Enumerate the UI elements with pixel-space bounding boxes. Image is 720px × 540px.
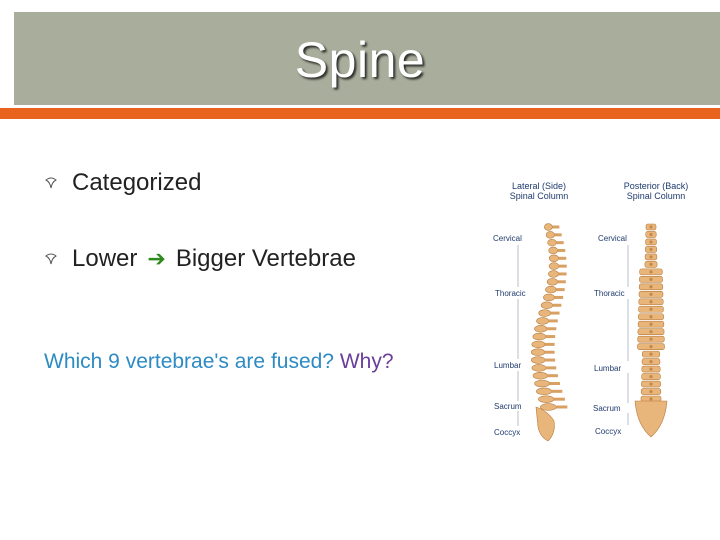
bullet-text-lower: Lower — [72, 245, 138, 272]
label-sacrum-lateral: Sacrum — [494, 402, 522, 411]
label-thoracic-posterior: Thoracic — [594, 289, 625, 298]
posterior-title: Posterior (Back) Spinal Column — [623, 181, 689, 201]
label-thoracic-lateral: Thoracic — [495, 289, 526, 298]
bullet-icon — [45, 177, 57, 189]
title-band — [14, 12, 720, 105]
question-part-1: Which 9 vertebrae's are fused? — [44, 350, 334, 373]
label-coccyx-posterior: Coccyx — [595, 427, 622, 436]
spine-illustration — [517, 223, 668, 442]
spine-figure: Lateral (Side) Spinal Column Posterior (… — [488, 175, 710, 445]
label-cervical-lateral: Cervical — [493, 234, 522, 243]
label-coccyx-lateral: Coccyx — [494, 428, 521, 437]
bullet-icon — [45, 253, 57, 265]
bullet-text: Categorized — [72, 169, 202, 196]
question-part-2: Why? — [339, 350, 394, 373]
bullet-text-bigger: Bigger Vertebrae — [175, 245, 356, 272]
label-cervical-posterior: Cervical — [598, 234, 627, 243]
label-lumbar-lateral: Lumbar — [494, 361, 522, 370]
accent-bar — [0, 108, 720, 119]
question-text: Which 9 vertebrae's are fused? Why? — [44, 348, 394, 376]
slide-title: Spine — [294, 32, 426, 88]
bullet-item-lower: Lower ➔ Bigger Vertebrae — [44, 244, 356, 274]
lateral-title: Lateral (Side) Spinal Column — [509, 181, 569, 201]
label-sacrum-posterior: Sacrum — [593, 404, 621, 413]
bullet-item-categorized: Categorized — [44, 168, 201, 198]
label-lumbar-posterior: Lumbar — [594, 364, 622, 373]
arrow-right-icon: ➔ — [147, 246, 166, 271]
